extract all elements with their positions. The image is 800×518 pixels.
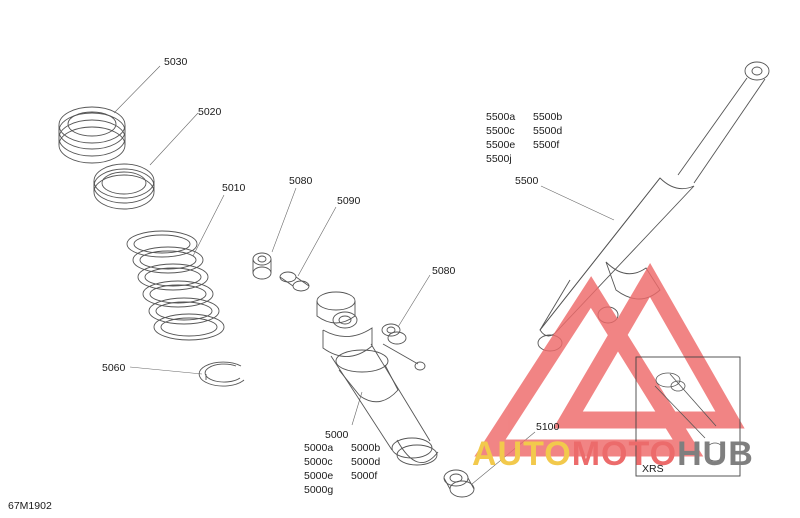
variant-5000g: 5000g: [304, 484, 334, 496]
variant-5000e: 5000e: [304, 470, 334, 482]
callout-5000: 5000: [325, 429, 349, 441]
variant-5500c: 5500c: [486, 125, 515, 137]
callout-5080-left: 5080: [289, 175, 313, 187]
variant-5500e: 5500e: [486, 139, 516, 151]
variant-5500j: 5500j: [486, 153, 512, 165]
callout-5010: 5010: [222, 182, 246, 194]
callout-5090: 5090: [337, 195, 361, 207]
callout-5060: 5060: [102, 362, 126, 374]
watermark-triangle-icon: [474, 263, 745, 457]
variant-5500b: 5500b: [533, 111, 563, 123]
variant-5500f: 5500f: [533, 139, 560, 151]
variant-5000c: 5000c: [304, 456, 333, 468]
xrs-inset-frame: [635, 356, 741, 477]
figure-code: 67M1902: [8, 500, 52, 512]
variant-5000a: 5000a: [304, 442, 334, 454]
watermark-hub: HUB: [677, 435, 754, 473]
callout-5080-right: 5080: [432, 265, 456, 277]
part-5030-ring: [58, 106, 126, 164]
callout-5030: 5030: [164, 56, 188, 68]
part-5020-spring-seat: [93, 163, 155, 210]
leader-lines: [113, 65, 615, 485]
callout-5100: 5100: [536, 421, 560, 433]
xrs-inset-label: XRS: [642, 463, 664, 475]
part-5100-bushing-bottom: [443, 469, 475, 498]
callout-5500: 5500: [515, 175, 539, 187]
watermark-auto: AUTO: [472, 435, 572, 473]
variant-5000f: 5000f: [351, 470, 378, 482]
variant-5500a: 5500a: [486, 111, 516, 123]
watermark-moto: MOTO: [571, 435, 678, 473]
part-5010-coil-spring: [126, 230, 225, 341]
variant-5000b: 5000b: [351, 442, 381, 454]
variant-5500d: 5500d: [533, 125, 563, 137]
part-5080-bushing-left: [252, 252, 272, 280]
part-5090-sleeve: [279, 271, 310, 292]
part-5000-shock-absorber: [316, 291, 439, 466]
watermark-text: AUTOMOTOHUB: [472, 436, 754, 472]
callout-5020: 5020: [198, 106, 222, 118]
variant-5000d: 5000d: [351, 456, 381, 468]
part-5060-clip: [198, 361, 245, 387]
xrs-inset-detail: [654, 372, 725, 462]
part-5080-bushing-right: [381, 323, 407, 345]
